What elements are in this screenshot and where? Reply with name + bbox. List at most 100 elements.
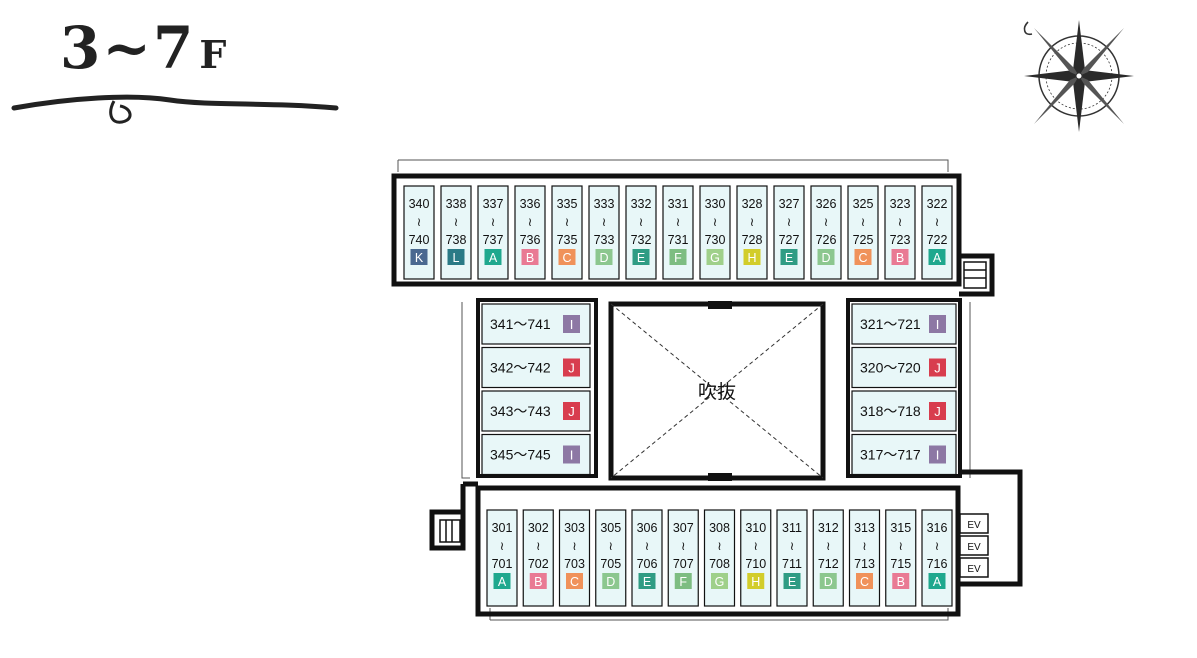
room-type-letter: J xyxy=(934,404,941,419)
room-number-start: 313 xyxy=(854,521,875,535)
room-type-letter: C xyxy=(562,251,571,265)
room-type-badge xyxy=(817,249,835,265)
room-type-badge xyxy=(566,573,583,589)
room-number-start: 322 xyxy=(927,197,948,211)
room-type-badge xyxy=(669,249,687,265)
room-type-badge xyxy=(856,573,873,589)
room-number-end: 726 xyxy=(816,233,837,247)
room-number-end: 737 xyxy=(483,233,504,247)
room-type-letter: H xyxy=(747,251,756,265)
room-number-end: 725 xyxy=(853,233,874,247)
room-outline xyxy=(812,509,844,607)
room-type-badge xyxy=(891,249,909,265)
range-separator: ≀ xyxy=(713,215,718,229)
room-type-badge xyxy=(929,402,946,420)
room-outline xyxy=(631,509,663,607)
room-type-badge xyxy=(595,249,613,265)
room-type-badge xyxy=(706,249,724,265)
room-outline xyxy=(595,509,627,607)
range-separator: ≀ xyxy=(491,215,496,229)
room-outline xyxy=(740,509,772,607)
room-type-badge xyxy=(563,358,580,377)
room-type-letter: D xyxy=(606,575,615,589)
room-type-letter: J xyxy=(568,361,575,376)
room-type-letter: A xyxy=(933,575,942,589)
top-room-row: 340≀740K338≀738L337≀737A336≀736B335≀735C… xyxy=(403,185,953,280)
room-number-end: 716 xyxy=(927,557,948,571)
floor-suffix: F xyxy=(199,32,229,77)
room-type-badge xyxy=(928,249,946,265)
room-type-letter: E xyxy=(785,251,793,265)
room-number-start: 335 xyxy=(557,197,578,211)
range-separator: ≀ xyxy=(935,215,940,229)
room-number-start: 306 xyxy=(637,521,658,535)
room-range-label: 321〜721 xyxy=(860,316,921,332)
room-number-end: 735 xyxy=(557,233,578,247)
room-type-badge xyxy=(711,573,728,589)
room-number-start: 338 xyxy=(446,197,467,211)
room-number-end: 723 xyxy=(890,233,911,247)
range-separator: ≀ xyxy=(754,539,759,553)
room-number-start: 303 xyxy=(564,521,585,535)
room-type-badge xyxy=(928,573,946,589)
room-number-start: 308 xyxy=(709,521,730,535)
elevator: EV xyxy=(959,513,989,534)
room-type-letter: K xyxy=(415,251,424,265)
room-outline xyxy=(703,509,736,607)
room-number-end: 730 xyxy=(705,233,726,247)
room-type-letter: A xyxy=(933,251,942,265)
room-number-end: 712 xyxy=(818,557,839,571)
range-separator: ≀ xyxy=(790,539,795,553)
range-separator: ≀ xyxy=(417,215,422,229)
room-number-end: 727 xyxy=(779,233,800,247)
room-number-start: 326 xyxy=(816,197,837,211)
room-type-letter: A xyxy=(498,575,507,589)
room-number-end: 707 xyxy=(673,557,694,571)
room-type-badge xyxy=(602,573,620,589)
range-separator: ≀ xyxy=(565,215,570,229)
room-number-start: 311 xyxy=(782,521,802,535)
room-number-start: 330 xyxy=(705,197,726,211)
room-outline xyxy=(776,509,808,607)
room-number-end: 736 xyxy=(520,233,541,247)
room-type-badge xyxy=(563,402,580,420)
room-number-start: 340 xyxy=(409,197,430,211)
